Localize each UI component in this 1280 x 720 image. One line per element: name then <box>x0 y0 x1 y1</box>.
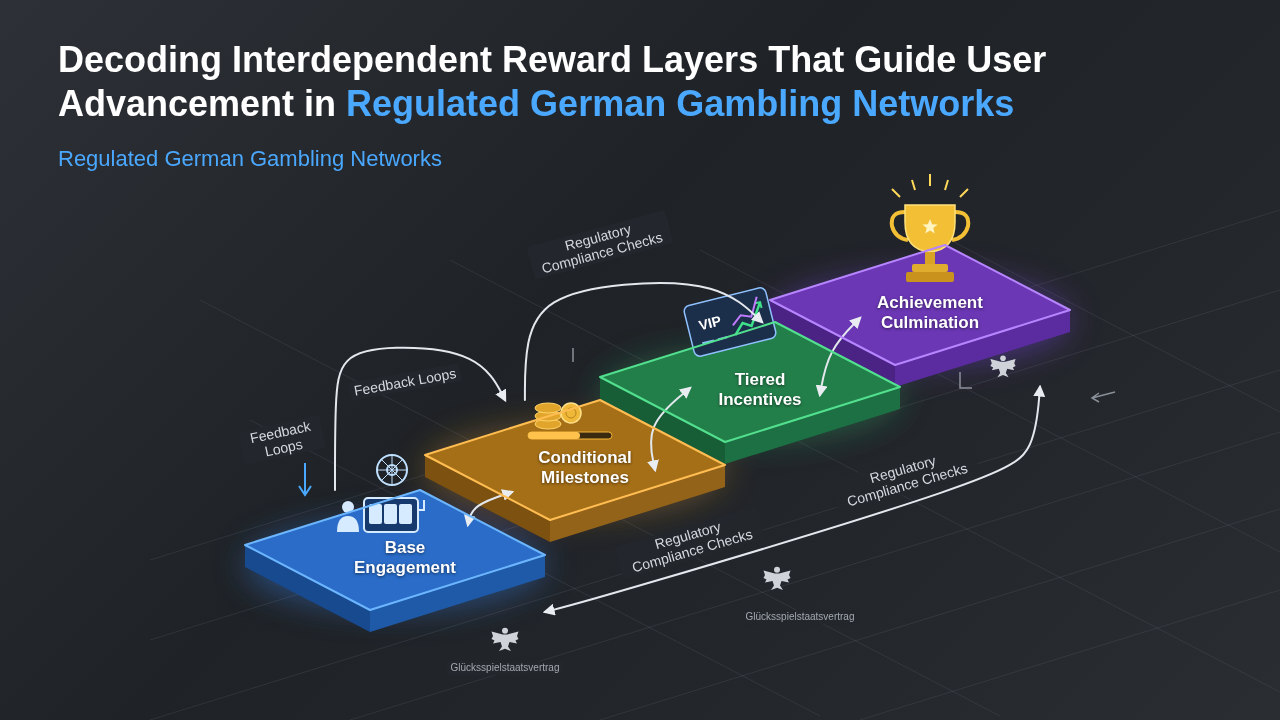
trophy-icon <box>906 272 954 282</box>
base-slab <box>245 490 545 632</box>
roulette-dial <box>377 455 407 485</box>
connector-label: Regulatory Compliance Checks <box>527 210 674 280</box>
slot-machine-icon <box>364 498 424 532</box>
trophy-icon <box>905 205 955 252</box>
player-icon <box>337 516 359 532</box>
slot-machine-icon <box>418 500 424 510</box>
eagle-emblem <box>764 567 791 590</box>
coin-stack <box>535 403 561 413</box>
trophy-icon <box>912 264 948 272</box>
title-segment: Regulated German Gambling Networks <box>346 83 1014 124</box>
player-icon <box>337 501 359 532</box>
background-grid <box>150 210 1280 720</box>
slot-machine-icon <box>399 504 412 524</box>
connector-label: Regulatory Compliance Checks <box>614 506 766 580</box>
background-grid <box>150 210 1280 720</box>
layer-title: Achievement Culmination <box>868 293 993 334</box>
trophy-icon <box>892 174 968 197</box>
connector-label: Feedback Loops <box>349 363 462 400</box>
diagram-title: Decoding Interdependent Reward Layers Th… <box>58 38 1238 126</box>
slot-machine-icon <box>364 498 418 532</box>
card-label: VIP <box>697 312 723 333</box>
feedback-pointer <box>299 486 311 495</box>
slot-machine-icon <box>369 504 382 524</box>
platform-edge <box>245 490 545 610</box>
trophy-icon <box>925 252 935 264</box>
platform-edge <box>600 322 900 442</box>
platform-layer: Achievement Culmination <box>770 245 1070 387</box>
regulation-caption: Glücksspielstaatsvertrag <box>447 661 564 675</box>
corner-marks <box>573 348 1115 402</box>
feedback-pointer <box>299 463 311 495</box>
trophy-icon <box>922 219 937 234</box>
roulette-dial <box>377 455 407 485</box>
platform-layer: Base Engagement <box>245 490 545 632</box>
annotation-label: Feedback Loops <box>238 415 326 466</box>
flow-connector <box>525 283 762 400</box>
flow-connector <box>335 348 505 490</box>
vip-card <box>728 297 762 326</box>
base-slab <box>245 490 545 610</box>
progress-bar <box>528 432 580 439</box>
feedback-pointer <box>304 463 306 493</box>
eagle-emblem <box>990 356 1015 378</box>
trophy-icon <box>892 174 968 282</box>
roulette-dial <box>377 455 407 485</box>
connector-group <box>335 283 1040 612</box>
eagle-emblem <box>492 356 1016 652</box>
regulation-caption: Glücksspielstaatsvertrag <box>742 610 859 624</box>
connector-label: Regulatory Compliance Checks <box>829 440 981 514</box>
platform-layer: Conditional Milestones <box>425 400 725 542</box>
slab-glow <box>245 275 1070 610</box>
progress-bar <box>528 432 612 439</box>
subtitle: Regulated German Gambling Networks <box>58 146 442 171</box>
layer-title: Conditional Milestones <box>523 448 648 489</box>
platform-edge <box>770 245 1070 365</box>
layer-title: Base Engagement <box>343 538 468 579</box>
corner-marks <box>573 348 1115 402</box>
progress-bar <box>528 432 612 439</box>
layer-title: Tiered Incentives <box>698 370 823 411</box>
coin-stack <box>535 403 581 429</box>
eagle-emblem <box>492 628 519 651</box>
slot-machine-icon <box>384 504 397 524</box>
